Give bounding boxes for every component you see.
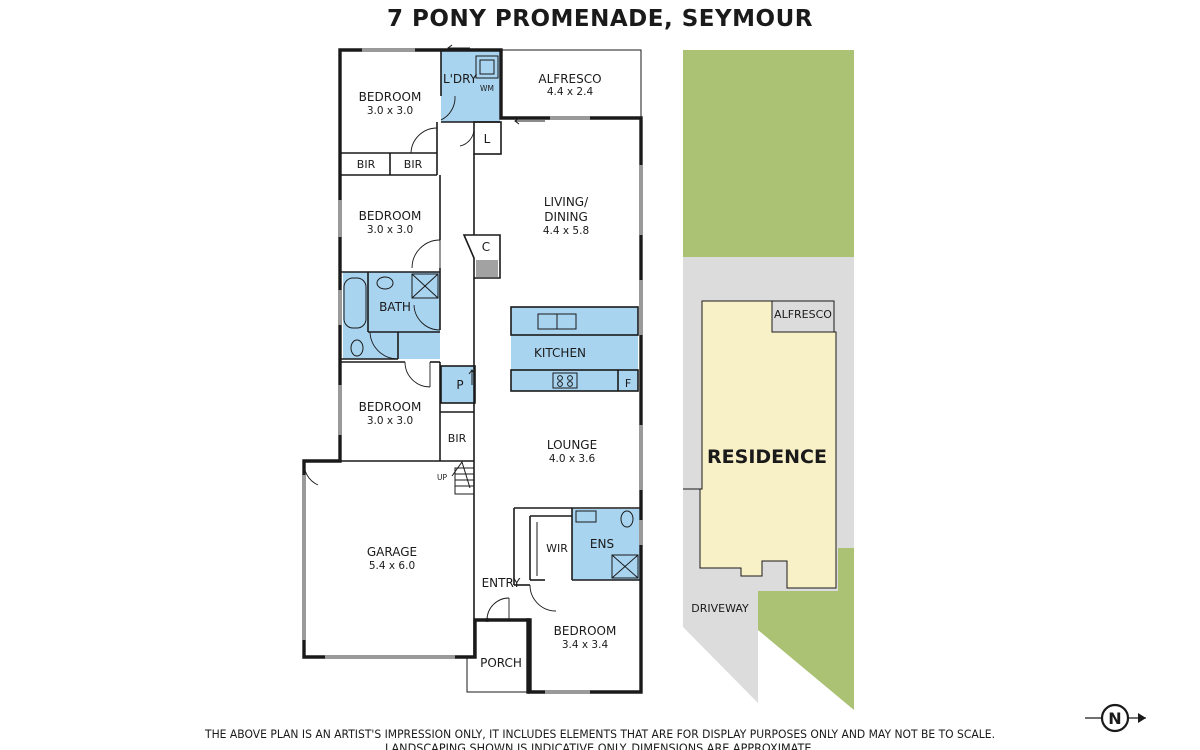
residence-label: RESIDENCE (707, 446, 827, 468)
driveway-area (683, 591, 758, 703)
laundry-label: L'DRY (443, 72, 478, 86)
porch-label: PORCH (480, 656, 522, 670)
stairs-label: UP (437, 473, 447, 482)
bedroom1-label: BEDROOM (359, 90, 422, 104)
site-alfresco (771, 300, 835, 333)
north-arrow-letter: N (1108, 709, 1121, 728)
bedroom3-label: BEDROOM (359, 400, 422, 414)
bedroom2-dim: 3.0 x 3.0 (367, 224, 413, 236)
lawn-back (683, 50, 854, 257)
linen-label: L (484, 132, 491, 146)
bir3-label: BIR (448, 432, 467, 445)
bedroom4-label: BEDROOM (554, 624, 617, 638)
lounge-label: LOUNGE (547, 438, 597, 452)
fixtures (343, 44, 639, 579)
bedroom2-label: BEDROOM (359, 209, 422, 223)
floor-plan: BEDROOM 3.0 x 3.0 L'DRY WM ALFRESCO 4.4 … (302, 44, 643, 694)
lawn-front (758, 548, 854, 710)
kitchen-label: KITCHEN (534, 346, 586, 360)
interior-walls (340, 51, 640, 657)
bedroom3-dim: 3.0 x 3.0 (367, 415, 413, 427)
disclaimer-line2: LANDSCAPING SHOWN IS INDICATIVE ONLY. DI… (385, 741, 815, 750)
laundry-area (441, 51, 500, 122)
north-arrow: N (1085, 703, 1146, 733)
ensuite-label: ENS (590, 537, 614, 551)
wir-label: WIR (546, 542, 568, 555)
living-dim: 4.4 x 5.8 (543, 225, 589, 237)
residence-footprint (683, 300, 837, 589)
cupboard-label: C (482, 240, 490, 254)
bedroom1-dim: 3.0 x 3.0 (367, 105, 413, 117)
site-alfresco-label: ALFRESCO (774, 308, 832, 321)
windows (302, 48, 643, 694)
entry-wall (485, 618, 530, 694)
site-plan: ALFRESCO RESIDENCE DRIVEWAY (683, 50, 854, 710)
pantry-area (441, 366, 475, 403)
fridge-label: F (625, 377, 631, 390)
porch-outline (466, 657, 530, 693)
alfresco-outline (501, 49, 642, 118)
alfresco-label: ALFRESCO (538, 72, 601, 86)
driveway-label: DRIVEWAY (691, 602, 749, 615)
kitchen-area (511, 307, 638, 391)
bedroom4-dim: 3.4 x 3.4 (562, 639, 609, 651)
garage-dim: 5.4 x 6.0 (369, 560, 415, 572)
pantry-label: P (456, 378, 463, 392)
ensuite-area (572, 509, 640, 580)
page-title: 7 PONY PROMENADE, SEYMOUR (387, 6, 813, 32)
washing-machine-label: WM (480, 84, 494, 93)
door-swings (303, 95, 557, 621)
bath-label: BATH (379, 300, 411, 314)
alfresco-dim: 4.4 x 2.4 (547, 86, 594, 98)
garage-label: GARAGE (367, 545, 417, 559)
lounge-dim: 4.0 x 3.6 (549, 453, 596, 465)
entry-label: ENTRY (482, 576, 521, 590)
bir2-label: BIR (404, 158, 423, 171)
living-label-line1: LIVING/ (544, 195, 589, 209)
bir1-label: BIR (357, 158, 376, 171)
room-labels: BEDROOM 3.0 x 3.0 L'DRY WM ALFRESCO 4.4 … (357, 72, 631, 670)
living-label-line2: DINING (544, 210, 588, 224)
disclaimer-line1: THE ABOVE PLAN IS AN ARTIST'S IMPRESSION… (204, 727, 995, 741)
